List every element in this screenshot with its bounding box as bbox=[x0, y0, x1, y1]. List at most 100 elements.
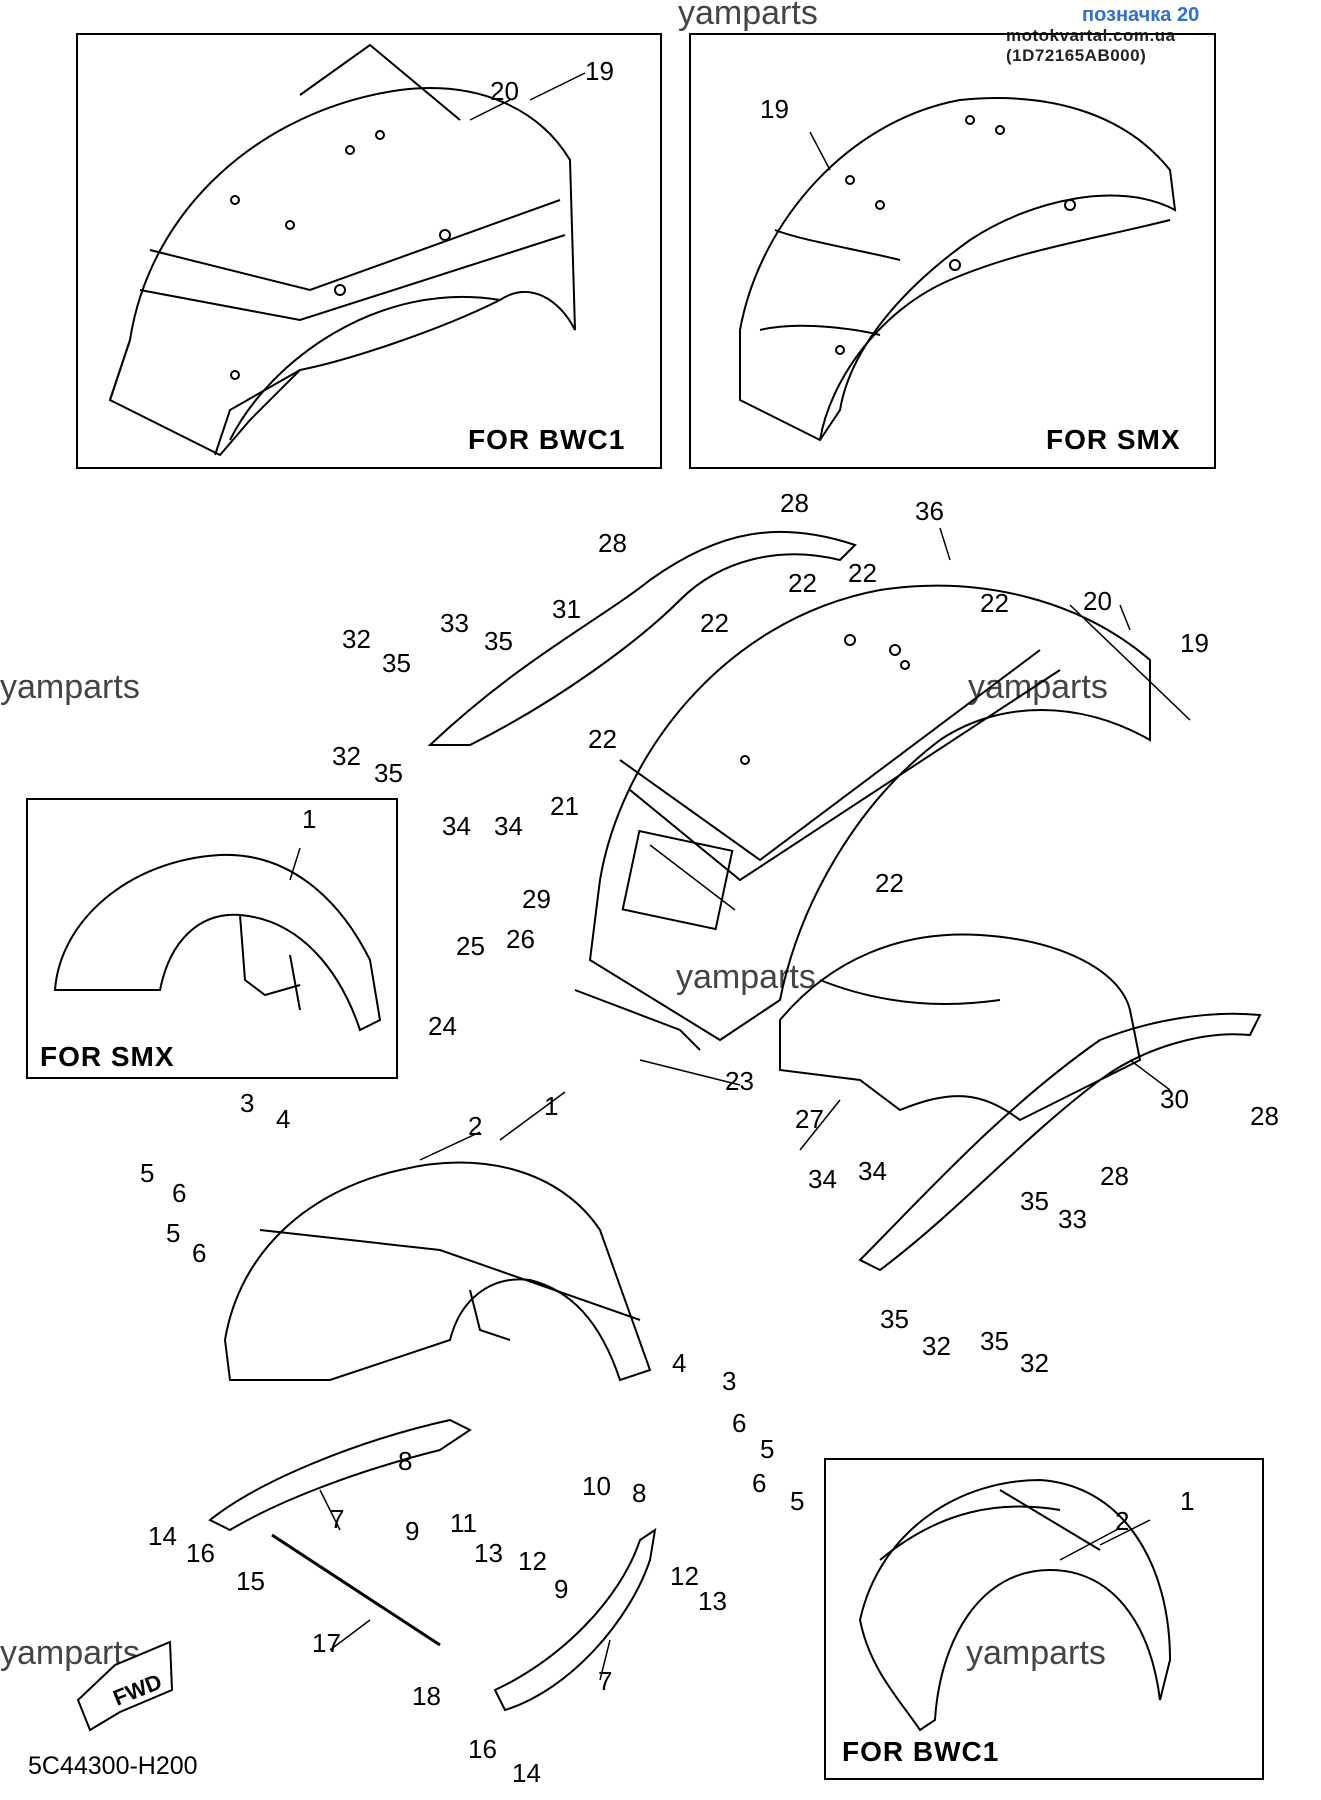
callout-33-a: 33 bbox=[440, 608, 469, 638]
callout-22-a: 22 bbox=[788, 568, 817, 598]
callout-24: 24 bbox=[428, 1011, 457, 1041]
main-rear-fender-drawing bbox=[574, 584, 1151, 1051]
callout-15: 15 bbox=[236, 1566, 265, 1596]
watermark-top: yamparts bbox=[678, 0, 818, 32]
callout-5-a: 5 bbox=[140, 1158, 154, 1188]
rear-fender-smx-drawing bbox=[739, 97, 1177, 442]
diagram-code: 5C44300-H200 bbox=[28, 1752, 198, 1780]
callout-22-c: 22 bbox=[980, 588, 1009, 618]
callout-1-main: 1 bbox=[544, 1091, 558, 1121]
callout-31: 31 bbox=[552, 594, 581, 624]
axle-17-drawing bbox=[271, 1533, 441, 1647]
callout-4-a: 4 bbox=[276, 1104, 290, 1134]
callout-35-e: 35 bbox=[880, 1304, 909, 1334]
inner-fender-drawing bbox=[779, 933, 1142, 1122]
callout-10: 10 bbox=[582, 1471, 611, 1501]
callout-3-b: 3 bbox=[722, 1366, 736, 1396]
callout-35-f: 35 bbox=[980, 1326, 1009, 1356]
callout-34-c: 34 bbox=[808, 1164, 837, 1194]
callout-5-c: 5 bbox=[760, 1434, 774, 1464]
callout-numbers: 20 19 19 1 28 28 36 31 22 22 22 22 22 22… bbox=[140, 56, 1279, 1788]
main-front-fender-drawing bbox=[223, 1161, 652, 1382]
callout-13-b: 13 bbox=[698, 1586, 727, 1616]
callout-32-a: 32 bbox=[342, 624, 371, 654]
callout-27: 27 bbox=[795, 1104, 824, 1134]
callout-28-c: 28 bbox=[1250, 1101, 1279, 1131]
callout-22-e: 22 bbox=[588, 724, 617, 754]
callout-36: 36 bbox=[915, 496, 944, 526]
inset-frame-rear-smx bbox=[689, 33, 1216, 469]
callout-14-b: 14 bbox=[512, 1758, 541, 1788]
callout-6-a: 6 bbox=[172, 1178, 186, 1208]
callout-1-smx: 1 bbox=[302, 804, 316, 834]
callout-35-a: 35 bbox=[484, 626, 513, 656]
front-fender-bwc1-drawing bbox=[858, 1478, 1172, 1732]
callout-7-a: 7 bbox=[330, 1504, 344, 1534]
callout-8-b: 8 bbox=[632, 1478, 646, 1508]
callout-4-b: 4 bbox=[672, 1348, 686, 1378]
callout-34-d: 34 bbox=[858, 1156, 887, 1186]
callout-28-d: 28 bbox=[1100, 1161, 1129, 1191]
callout-29: 29 bbox=[522, 884, 551, 914]
callout-13-a: 13 bbox=[474, 1538, 503, 1568]
fork-stay-upper-drawing bbox=[208, 1418, 472, 1532]
leader-lines bbox=[289, 72, 1191, 1681]
callout-25: 25 bbox=[456, 931, 485, 961]
grab-rail-31-drawing bbox=[427, 530, 857, 746]
callout-30: 30 bbox=[1160, 1084, 1189, 1114]
callout-6-b: 6 bbox=[192, 1238, 206, 1268]
callout-3-a: 3 bbox=[240, 1088, 254, 1118]
callout-11: 11 bbox=[450, 1508, 477, 1538]
callout-2-main: 2 bbox=[468, 1111, 482, 1141]
callout-28-b: 28 bbox=[598, 528, 627, 558]
callout-5-b: 5 bbox=[166, 1218, 180, 1248]
inset-frame-front-smx bbox=[26, 798, 398, 1079]
callout-34-a: 34 bbox=[442, 811, 471, 841]
callout-8-a: 8 bbox=[398, 1446, 412, 1476]
watermark-bottom-right: yamparts bbox=[966, 1634, 1106, 1672]
callout-16-b: 16 bbox=[468, 1734, 497, 1764]
callout-26: 26 bbox=[506, 924, 535, 954]
fork-stay-lower-drawing bbox=[493, 1527, 657, 1712]
callout-9-a: 9 bbox=[405, 1516, 419, 1546]
callout-14-a: 14 bbox=[148, 1521, 177, 1551]
callout-22-f: 22 bbox=[875, 868, 904, 898]
callout-17: 17 bbox=[312, 1628, 341, 1658]
rear-fender-bwc1-drawing bbox=[108, 43, 576, 457]
callout-6-d: 6 bbox=[752, 1468, 766, 1498]
callout-7-b: 7 bbox=[598, 1666, 612, 1696]
callout-19-smx: 19 bbox=[760, 94, 789, 124]
callout-33-b: 33 bbox=[1058, 1204, 1087, 1234]
front-fender-smx-drawing bbox=[53, 853, 382, 1032]
callout-35-d: 35 bbox=[1020, 1186, 1049, 1216]
callout-19-bwc1: 19 bbox=[585, 56, 614, 86]
callout-28-a: 28 bbox=[780, 488, 809, 518]
part-mark-label: позначка 20 bbox=[1082, 4, 1200, 26]
fwd-arrow-icon: FWD bbox=[76, 1640, 174, 1732]
callout-21: 21 bbox=[550, 791, 579, 821]
callout-12-b: 12 bbox=[670, 1561, 699, 1591]
inset-label-rear-smx: FOR SMX bbox=[1046, 424, 1181, 455]
inset-label-front-bwc1: FOR BWC1 bbox=[842, 1736, 1000, 1767]
callout-16-a: 16 bbox=[186, 1538, 215, 1568]
callout-5-d: 5 bbox=[790, 1486, 804, 1516]
inset-label-front-smx: FOR SMX bbox=[40, 1041, 175, 1072]
callout-32-b: 32 bbox=[332, 741, 361, 771]
callout-22-b: 22 bbox=[848, 558, 877, 588]
callout-9-b: 9 bbox=[554, 1574, 568, 1604]
callout-35-c: 35 bbox=[374, 758, 403, 788]
callout-23: 23 bbox=[725, 1066, 754, 1096]
callout-20-main: 20 bbox=[1083, 586, 1112, 616]
callout-20-bwc1: 20 bbox=[490, 76, 519, 106]
callout-19-main: 19 bbox=[1180, 628, 1209, 658]
callout-32-c: 32 bbox=[922, 1331, 951, 1361]
site-reference: motokvartal.com.ua (1D72165AB000) bbox=[1006, 26, 1176, 65]
callout-6-c: 6 bbox=[732, 1408, 746, 1438]
callout-1-bwc1: 1 bbox=[1180, 1486, 1194, 1516]
callout-22-d: 22 bbox=[700, 608, 729, 638]
callout-34-b: 34 bbox=[494, 811, 523, 841]
watermark-left: yamparts bbox=[0, 668, 140, 706]
callout-12-a: 12 bbox=[518, 1546, 547, 1576]
watermark-center: yamparts bbox=[676, 958, 816, 996]
